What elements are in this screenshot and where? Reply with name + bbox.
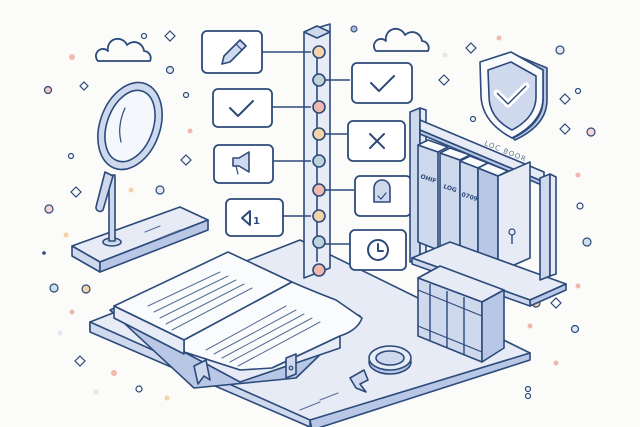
award-seal-icon xyxy=(349,345,412,393)
timeline-node xyxy=(312,183,326,197)
timeline-card-check xyxy=(212,88,273,128)
bookmark-ribbon xyxy=(193,359,211,385)
x-icon xyxy=(369,133,385,149)
svg-text:0709: 0709 xyxy=(460,191,478,203)
timeline-nodes xyxy=(312,45,326,277)
svg-text:1: 1 xyxy=(253,216,260,227)
timeline-connectors xyxy=(262,51,354,245)
svg-text:OHIF: OHIF xyxy=(419,173,437,185)
timeline-node xyxy=(312,100,326,114)
badge-check-icon xyxy=(373,179,391,203)
timeline-card-pencil xyxy=(201,30,263,74)
cloud-icon xyxy=(95,37,152,62)
timeline-node xyxy=(312,263,326,277)
pencil-icon xyxy=(221,39,247,65)
megaphone-icon xyxy=(232,151,250,175)
book-spine xyxy=(477,161,531,273)
timeline-node xyxy=(312,154,326,168)
timeline-node xyxy=(312,209,326,223)
rewind-step-icon xyxy=(241,210,251,226)
timeline-node xyxy=(312,235,326,249)
timeline-card-check-right xyxy=(351,62,413,104)
timeline-card-rewind: 1 xyxy=(225,198,284,237)
timeline-card-badge xyxy=(354,175,412,217)
timeline-node xyxy=(312,127,326,141)
magnifying-glass-icon xyxy=(71,81,209,273)
timeline-node xyxy=(312,45,326,59)
stacked-binders xyxy=(417,265,505,363)
clock-icon xyxy=(367,239,389,261)
svg-text:LOG: LOG xyxy=(442,183,457,194)
timeline-node xyxy=(312,73,326,87)
open-book xyxy=(109,251,363,389)
timeline-card-clock xyxy=(349,229,407,271)
timeline-card-x xyxy=(347,120,406,162)
shield-check-icon xyxy=(479,51,548,141)
checkmark-icon xyxy=(229,100,254,117)
book-spine: LOG xyxy=(439,147,471,259)
timeline-card-megaphone xyxy=(213,144,274,184)
checkmark-icon xyxy=(370,75,395,92)
cloud-icon xyxy=(373,27,430,52)
